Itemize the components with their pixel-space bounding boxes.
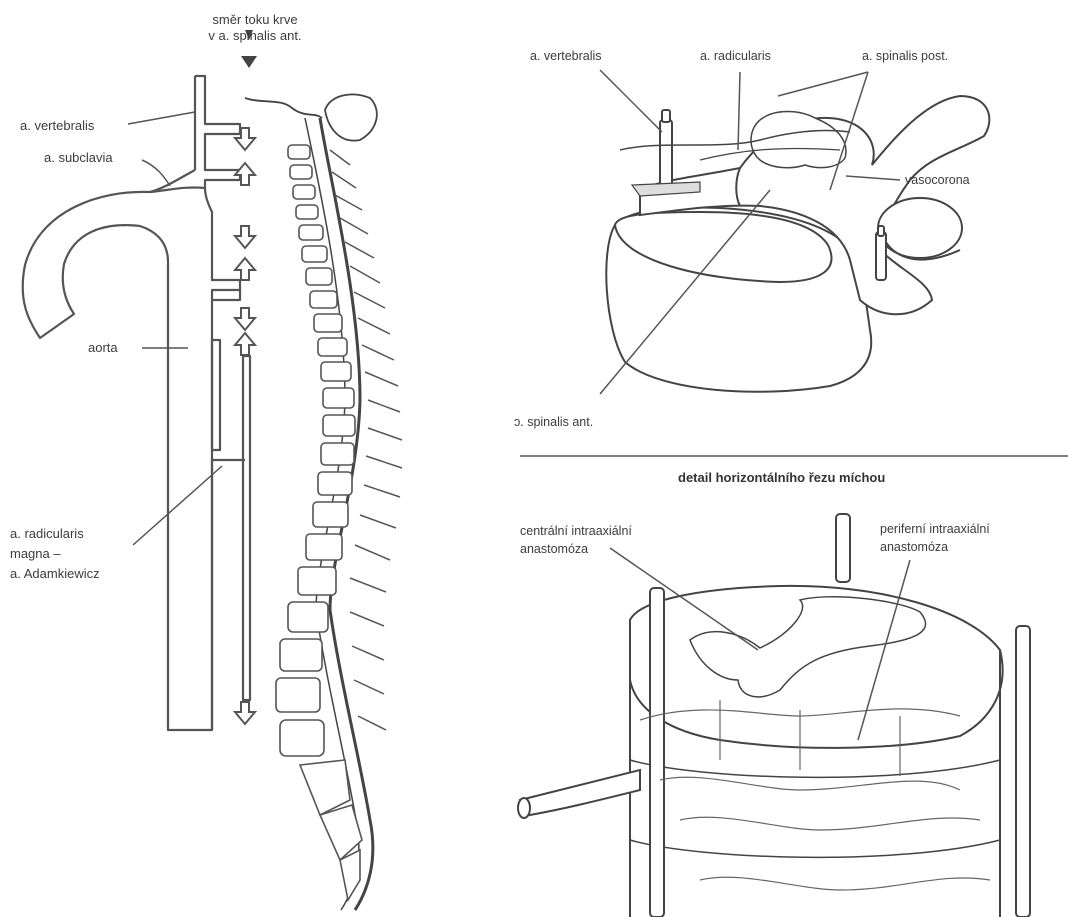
left-leader-lines (128, 112, 222, 545)
vertebral-artery-shape (195, 76, 240, 160)
label-top-vertebralis: a. vertebralis (530, 48, 602, 64)
section-detail-title: detail horizontálního řezu míchou (678, 470, 885, 485)
label-top-spinalis-ant: ɔ. spinalis ant. (514, 414, 593, 430)
flow-marker (241, 56, 257, 68)
label-subclavia: a. subclavia (44, 150, 113, 166)
spinal-cord-section-illustration (518, 514, 1030, 917)
flow-direction-label: směr toku krve v a. spinalis ant. (190, 12, 320, 44)
label-central-anastomosis: centrální intraaxiální anastomóza (520, 522, 632, 558)
label-top-spinalis-post: a. spinalis post. (862, 48, 948, 64)
vertebra-3d-illustration (606, 96, 989, 392)
label-vasocorona: vasocorona (905, 172, 970, 188)
vascular-schematic (23, 76, 250, 730)
label-peripheral-anastomosis: periferní intraaxiální anastomóza (880, 520, 990, 556)
aortic-arch-shape (23, 170, 240, 730)
label-aorta: aorta (88, 340, 118, 356)
label-adamkiewicz: a. radicularis magna – a. Adamkiewicz (10, 524, 100, 584)
spine-illustration (245, 94, 402, 910)
label-left-vertebralis: a. vertebralis (20, 118, 94, 134)
label-top-radicularis: a. radicularis (700, 48, 771, 64)
